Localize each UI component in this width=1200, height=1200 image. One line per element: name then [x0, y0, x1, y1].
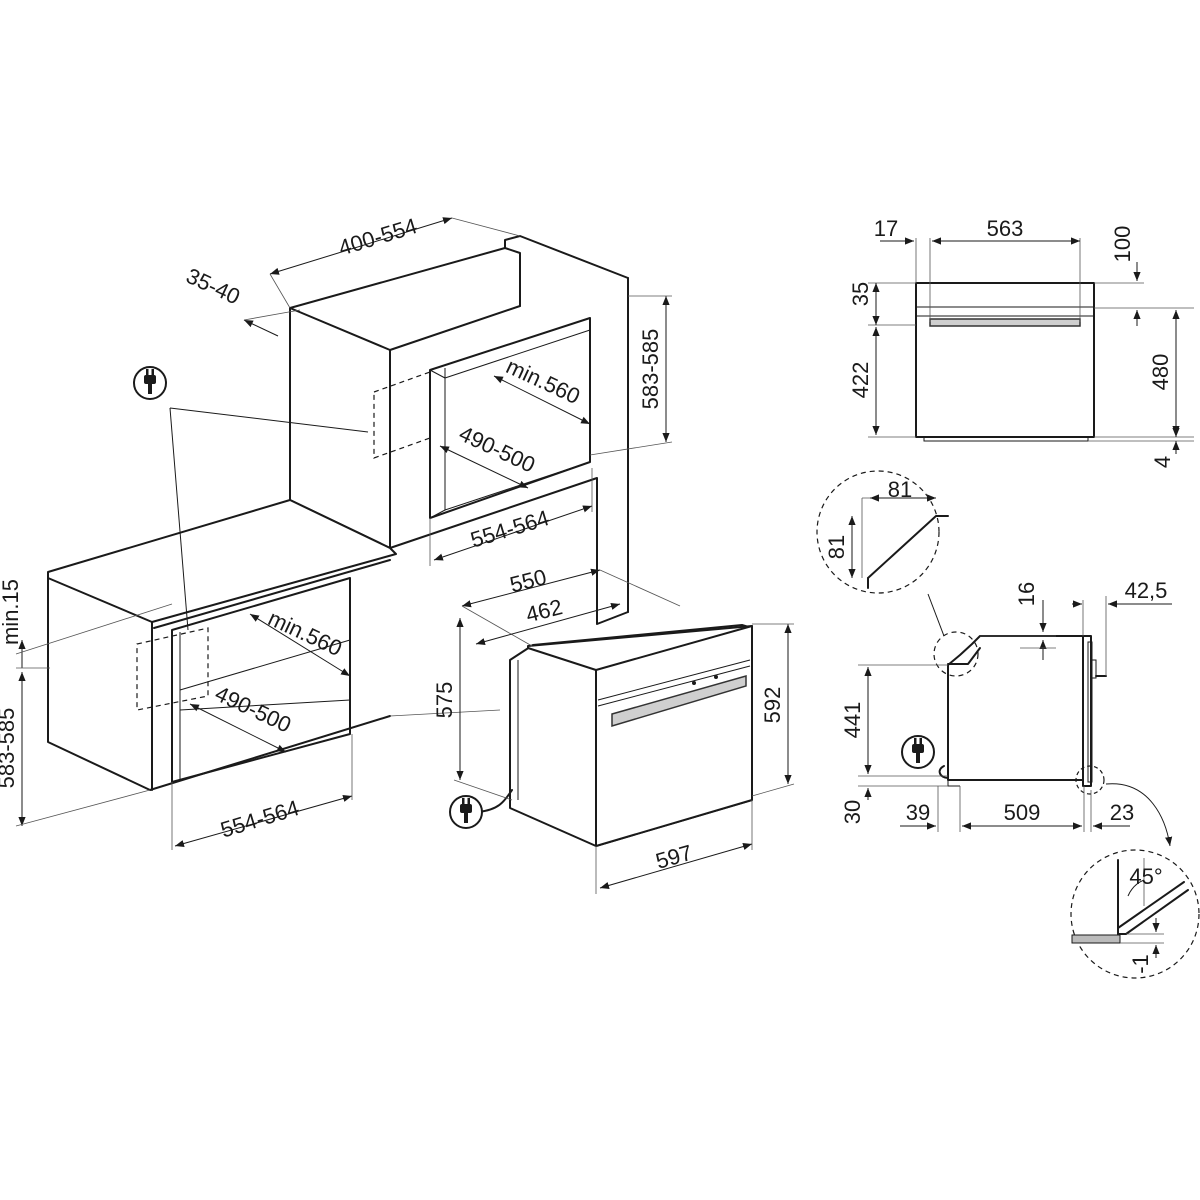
oven-front-height-label: 592 [760, 687, 785, 724]
chamfer-height-label: 81 [824, 535, 849, 559]
oven-front-width-label: 597 [653, 840, 695, 874]
angle-detail: 45° -1 [1070, 849, 1200, 979]
under-inner-depth-label: 490-500 [211, 681, 295, 738]
angle-label: 45° [1129, 864, 1162, 889]
front-offset-label: 17 [874, 216, 898, 241]
plug-icon [133, 366, 369, 631]
top-width-label: 400-554 [336, 213, 421, 261]
oven-3d [449, 624, 753, 847]
chamfer-width-label: 81 [888, 477, 912, 502]
top-height-label: 583-585 [638, 329, 663, 410]
front-width-label: 563 [987, 216, 1024, 241]
front-body-label: 422 [848, 362, 873, 399]
side-view [901, 631, 1107, 795]
front-panel-label: 35 [848, 282, 873, 306]
under-counter-cabinet [47, 499, 397, 791]
tall-cabinet [289, 235, 629, 625]
depth-gap-label: 35-40 [182, 263, 244, 309]
front-bottom-label: 4 [1150, 456, 1175, 468]
side-door-depth-label: 42,5 [1125, 578, 1168, 603]
front-top-label: 100 [1110, 226, 1135, 263]
side-base-label: 30 [840, 800, 865, 824]
oven-depth-body-label: 462 [523, 594, 565, 627]
side-top-offset-label: 16 [1014, 582, 1039, 606]
side-body-height-label: 441 [840, 702, 865, 739]
chamfer-detail: 81 81 [816, 470, 949, 637]
offset-label: -1 [1128, 954, 1153, 974]
oven-depth-total-label: 550 [507, 564, 549, 597]
under-opening-label: 554-564 [218, 795, 303, 843]
oven-dims: 550 462 575 592 597 [432, 564, 795, 894]
front-view-dims: 17 563 100 35 422 480 4 [848, 216, 1194, 468]
side-front-offset-label: 23 [1110, 800, 1134, 825]
min-gap-label: min.15 [0, 579, 23, 645]
under-cabinet-dims: min.15 583-585 min.560 490-500 554-564 [0, 579, 501, 850]
side-body-depth-label: 509 [1004, 800, 1041, 825]
front-view [915, 282, 1095, 442]
side-view-dims: 16 42,5 441 30 39 509 23 [840, 578, 1173, 847]
side-rear-offset-label: 39 [906, 800, 930, 825]
under-height-label: 583-585 [0, 708, 19, 789]
front-total-label: 480 [1148, 354, 1173, 391]
oven-body-height-label: 575 [432, 682, 457, 719]
